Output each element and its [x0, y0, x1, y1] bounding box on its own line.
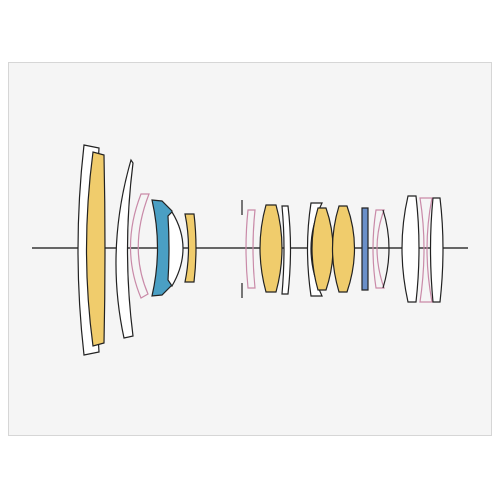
- lens-element-13: [331, 205, 356, 293]
- lens-element-10: [281, 205, 292, 295]
- lens-element-19: [429, 197, 444, 303]
- lens-element-15: [372, 209, 385, 289]
- lens-element-16: [382, 209, 390, 289]
- lens-element-4: [129, 193, 150, 299]
- lens-element-2: [85, 151, 106, 347]
- lens-element-7: [184, 213, 197, 283]
- lens-element-6: [167, 211, 184, 288]
- lens-element-14: [361, 207, 369, 291]
- lens-element-3: [115, 158, 134, 339]
- lens-element-9: [259, 204, 283, 293]
- lens-element-12: [311, 207, 334, 291]
- lens-element-8: [245, 209, 256, 289]
- lens-element-17: [401, 195, 420, 303]
- lens-element-18: [419, 197, 433, 303]
